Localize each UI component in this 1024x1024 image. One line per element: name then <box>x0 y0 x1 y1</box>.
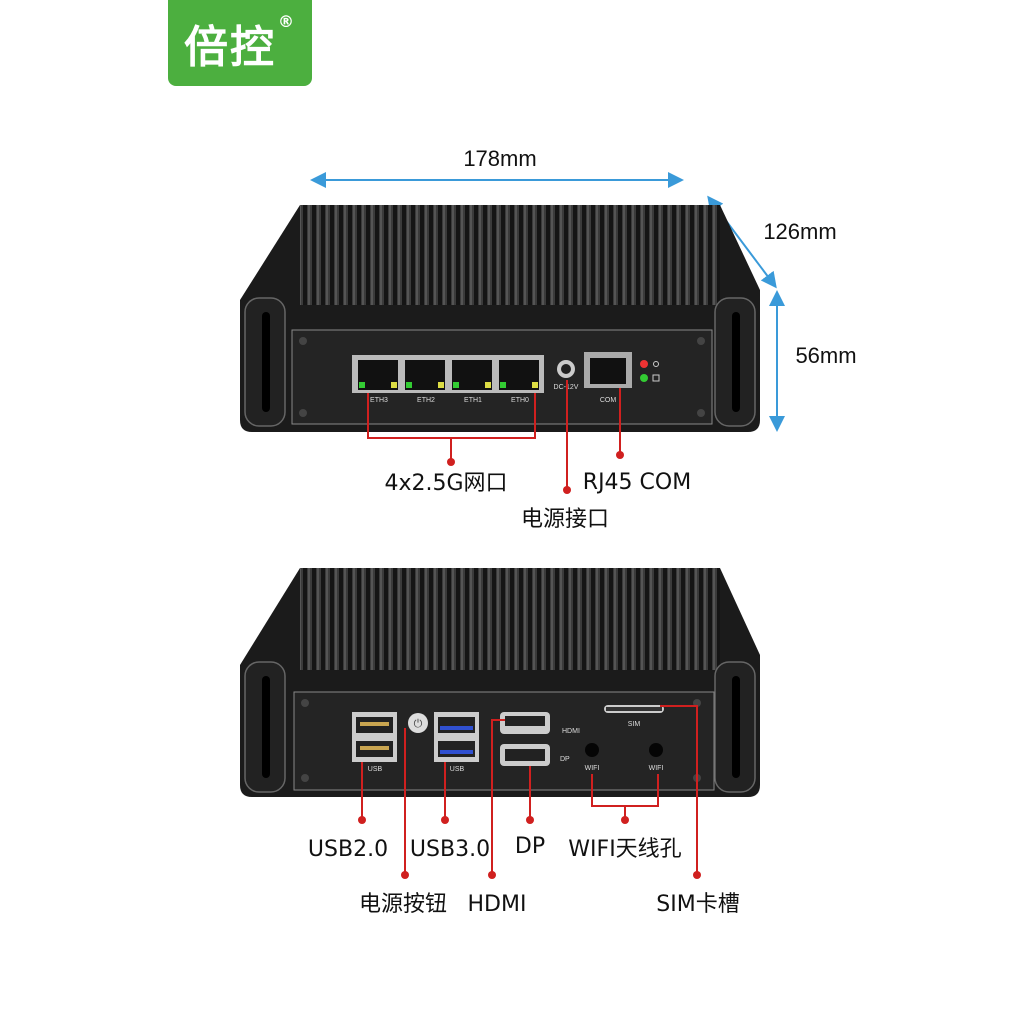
power-button[interactable] <box>408 713 428 733</box>
dimension-height: 56mm <box>769 290 857 432</box>
wifi1-label: WIFI <box>585 765 600 772</box>
back-device: USB ⏻ USB HDMI DP SIM WIFI WIFI <box>240 568 760 797</box>
usb3-callout: USB3.0 <box>410 837 490 862</box>
front-callout-lines <box>367 380 621 490</box>
wifi2-label: WIFI <box>649 765 664 772</box>
brand-logo: 倍控® <box>168 0 312 86</box>
height-label: 56mm <box>795 343 856 368</box>
usb3-port[interactable] <box>434 712 479 762</box>
sim-label: SIM <box>628 721 641 728</box>
depth-label: 126mm <box>763 219 836 244</box>
power-led <box>640 360 648 368</box>
usb2-callout: USB2.0 <box>308 837 388 862</box>
usb-right-label: USB <box>450 766 465 773</box>
registered-mark: ® <box>278 12 296 31</box>
lan-callout: 4x2.5G网口 <box>384 471 507 496</box>
power-jack-callout: 电源接口 <box>521 507 609 532</box>
dp-callout: DP <box>515 834 545 859</box>
brand-name: 倍控 <box>184 22 276 73</box>
com-callout: RJ45 COM <box>583 470 691 495</box>
wifi-callout: WIFI天线孔 <box>568 837 681 862</box>
status-led <box>640 374 648 382</box>
ethernet-ports: ETH3 ETH2 ETH1 ETH0 <box>358 360 539 404</box>
usb2-port[interactable] <box>352 712 397 762</box>
width-label: 178mm <box>463 146 536 171</box>
front-device: ETH3 ETH2 ETH1 ETH0 DC-12V COM <box>240 205 760 432</box>
sim-callout: SIM卡槽 <box>656 892 739 917</box>
power-icon: ⏻ <box>414 717 423 730</box>
wifi-antenna-hole-2 <box>649 743 663 757</box>
wifi-antenna-hole-1 <box>585 743 599 757</box>
dp-label: DP <box>560 756 570 763</box>
hdmi-label: HDMI <box>562 728 580 735</box>
eth1-label: ETH1 <box>464 397 482 404</box>
power-button-callout: 电源按钮 <box>359 892 447 917</box>
eth3-label: ETH3 <box>370 397 388 404</box>
eth2-label: ETH2 <box>417 397 435 404</box>
usb-left-label: USB <box>368 766 383 773</box>
eth0-label: ETH0 <box>511 397 529 404</box>
dimension-width: 178mm <box>310 146 684 188</box>
back-callout-lines <box>361 705 698 875</box>
com-label: COM <box>600 397 617 404</box>
hdmi-callout: HDMI <box>468 892 527 917</box>
